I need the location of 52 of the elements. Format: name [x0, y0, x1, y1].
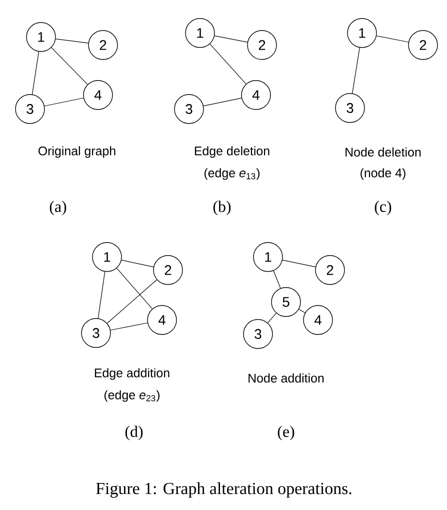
- graph-edge: [214, 36, 248, 42]
- graph-node: 3: [15, 94, 45, 124]
- graph-edge: [55, 38, 89, 44]
- graph-edge: [203, 98, 242, 106]
- graph-node: 2: [153, 255, 183, 285]
- panel-letter: (c): [374, 200, 392, 216]
- graph-node: 4: [241, 80, 271, 110]
- graph-edge: [273, 270, 281, 288]
- graph-node: 4: [83, 80, 113, 110]
- graph-node: 2: [408, 30, 438, 60]
- graph-edge: [98, 271, 106, 319]
- panel-caption: (edge e$_{13}$): [204, 168, 260, 180]
- graph-edge: [267, 312, 277, 324]
- graph-node: 4: [303, 305, 333, 335]
- graph-edge: [44, 98, 84, 106]
- panel-letter: (e): [278, 426, 294, 440]
- graph-edge: [298, 308, 306, 314]
- graph-edge: [110, 322, 148, 330]
- graph-edge: [106, 279, 158, 324]
- graph-node: 1: [26, 22, 56, 52]
- graph-edge: [376, 36, 409, 42]
- graph-node: 3: [81, 318, 111, 348]
- panel-caption: Node deletion: [346, 147, 421, 157]
- graph-edge: [51, 47, 88, 85]
- graph-node: 3: [174, 94, 204, 124]
- panel-caption: Edge addition: [94, 368, 170, 380]
- graph-edge: [116, 268, 153, 310]
- panel-caption: Node addition: [248, 373, 324, 383]
- graph-edge: [32, 51, 40, 95]
- graph-node: 1: [92, 242, 122, 272]
- panel-caption: Original graph: [38, 146, 116, 158]
- graph-node: 2: [88, 30, 118, 60]
- graph-node: 5: [271, 287, 301, 317]
- graph-node: 1: [253, 242, 283, 272]
- graph-node: 2: [247, 30, 277, 60]
- graph-node: 4: [147, 305, 177, 335]
- panel-letter: (b): [213, 200, 231, 216]
- panel-caption: Edge deletion: [194, 146, 270, 158]
- panel-caption: (edge e$_{23}$): [104, 390, 160, 402]
- graph-edge: [121, 260, 154, 268]
- graph-node: 1: [347, 18, 377, 48]
- panel-letter: (d): [125, 426, 143, 440]
- graph-edge: [282, 260, 316, 268]
- graph-node: 1: [185, 18, 215, 48]
- graph-edge: [352, 47, 360, 94]
- panel-letter: (a): [50, 200, 66, 216]
- graph-node: 3: [243, 319, 273, 349]
- panel-caption: (node 4): [360, 168, 406, 180]
- graph-node: 2: [315, 255, 345, 285]
- graph-edge: [210, 44, 246, 84]
- figure-caption: Figure 1: Graph alteration operations.: [96, 482, 352, 498]
- graph-node: 3: [335, 93, 365, 123]
